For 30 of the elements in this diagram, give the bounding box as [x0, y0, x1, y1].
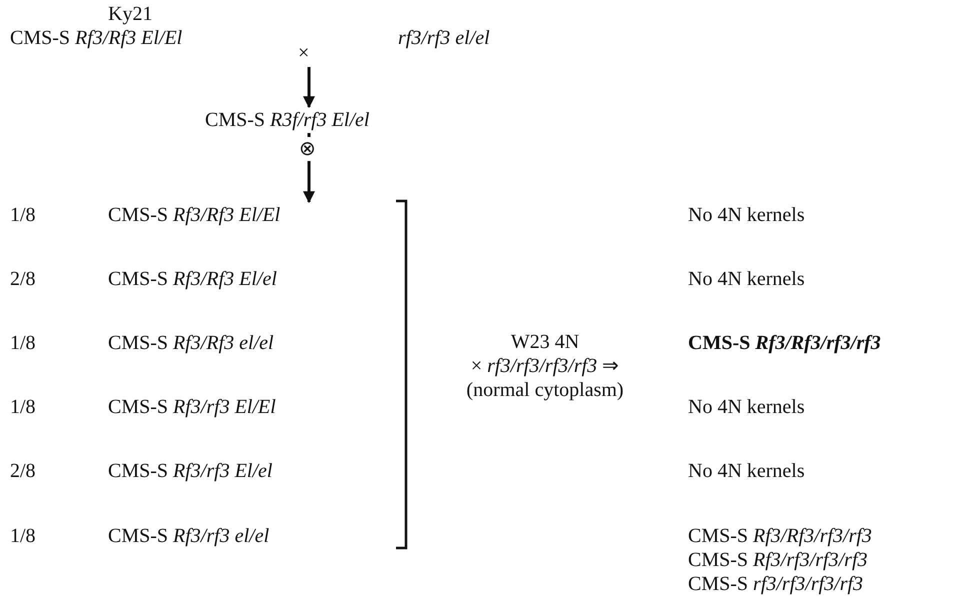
- result-text: No 4N kernels: [688, 395, 805, 419]
- result-text: CMS-S Rf3/Rf3/rf3/rf3: [688, 524, 872, 548]
- result-text: No 4N kernels: [688, 203, 805, 227]
- ratio-label: 1/8: [10, 203, 36, 227]
- progeny-genotype: CMS-S Rf3/rf3 el/el: [108, 524, 270, 548]
- progeny-genotype: CMS-S Rf3/Rf3 el/el: [108, 331, 274, 355]
- cross-note: (normal cytoplasm): [466, 378, 624, 402]
- hybrid-genotype: CMS-S R3f/rf3 El/el: [205, 108, 370, 132]
- result-text: CMS-S rf3/rf3/rf3/rf3: [688, 572, 864, 596]
- cross-note: W23 4N: [510, 330, 580, 354]
- selfing-symbol: ⊗: [299, 137, 316, 161]
- ratio-label: 2/8: [10, 459, 36, 483]
- ratio-label: 1/8: [10, 395, 36, 419]
- line-name: Ky21: [107, 2, 154, 26]
- progeny-genotype: CMS-S Rf3/rf3 El/el: [108, 459, 272, 483]
- result-text: CMS-S Rf3/Rf3/rf3/rf3: [688, 331, 881, 355]
- cross-note: × rf3/rf3/rf3/rf3 ⇒: [470, 354, 620, 378]
- ratio-label: 2/8: [10, 267, 36, 291]
- result-text: No 4N kernels: [688, 459, 805, 483]
- result-text: CMS-S Rf3/rf3/rf3/rf3: [688, 548, 868, 572]
- progeny-genotype: CMS-S Rf3/Rf3 El/el: [108, 267, 277, 291]
- ratio-label: 1/8: [10, 331, 36, 355]
- progeny-genotype: CMS-S Rf3/rf3 El/El: [108, 395, 276, 419]
- cross-symbol: ×: [298, 41, 310, 65]
- parent-genotype: rf3/rf3 el/el: [398, 26, 490, 50]
- parent-genotype: CMS-S Rf3/Rf3 El/El: [10, 26, 182, 50]
- ratio-label: 1/8: [10, 524, 36, 548]
- result-text: No 4N kernels: [688, 267, 805, 291]
- down-arrow: [303, 67, 315, 108]
- progeny-genotype: CMS-S Rf3/Rf3 El/El: [108, 203, 280, 227]
